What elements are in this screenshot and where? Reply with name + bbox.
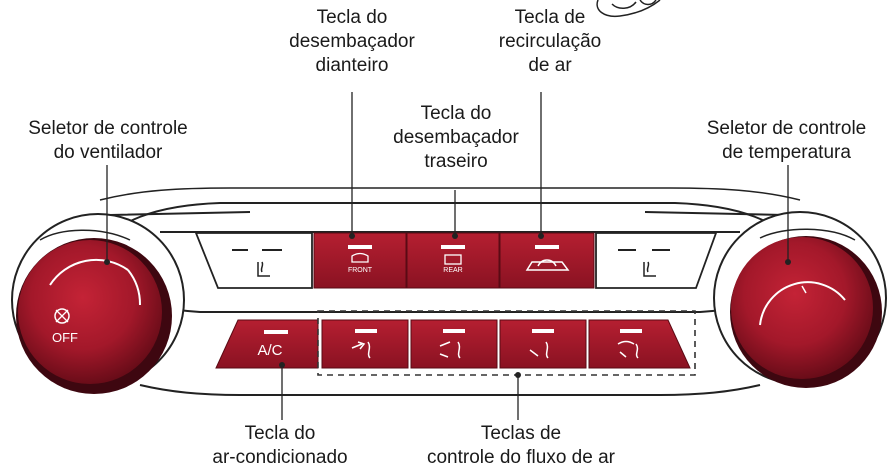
seat-heater-right-button[interactable] [595, 232, 718, 289]
leader-dots [104, 233, 791, 378]
label-ac-key: Tecla do ar-condicionado [212, 423, 348, 468]
label-front-defroster: Tecla do desembaçador dianteiro [289, 7, 415, 76]
airflow-floor-button[interactable] [499, 319, 587, 369]
label-fan-selector: Seletor de controle do ventilador [28, 118, 188, 163]
leader-lines [106, 92, 789, 420]
airflow-floor-defrost-button[interactable] [588, 319, 691, 369]
front-button-label: FRONT [347, 267, 373, 274]
label-recirculation: Tecla de recirculação de ar [498, 7, 602, 76]
temperature-selector-knob[interactable] [713, 211, 887, 388]
front-defroster-button[interactable] [313, 232, 407, 289]
ac-button-label: A/C [257, 342, 283, 359]
label-temp-selector: Seletor de controle de temperatura [706, 118, 867, 163]
fan-off-label: OFF [52, 330, 78, 345]
hand-sketch [596, 0, 661, 18]
rear-button-label: REAR [443, 267, 463, 274]
airflow-face-floor-button[interactable] [410, 319, 498, 369]
seat-heater-left-button[interactable] [194, 232, 313, 289]
label-rear-defroster: Tecla do desembaçador traseiro [393, 103, 519, 172]
label-airflow-keys: Teclas de controle do fluxo de ar [426, 423, 615, 468]
airflow-group-outline [317, 310, 696, 376]
airflow-face-button[interactable] [321, 319, 409, 369]
fan-selector-knob[interactable] [11, 213, 185, 394]
rear-defroster-button[interactable] [406, 232, 500, 289]
recirculation-button[interactable] [499, 232, 595, 289]
